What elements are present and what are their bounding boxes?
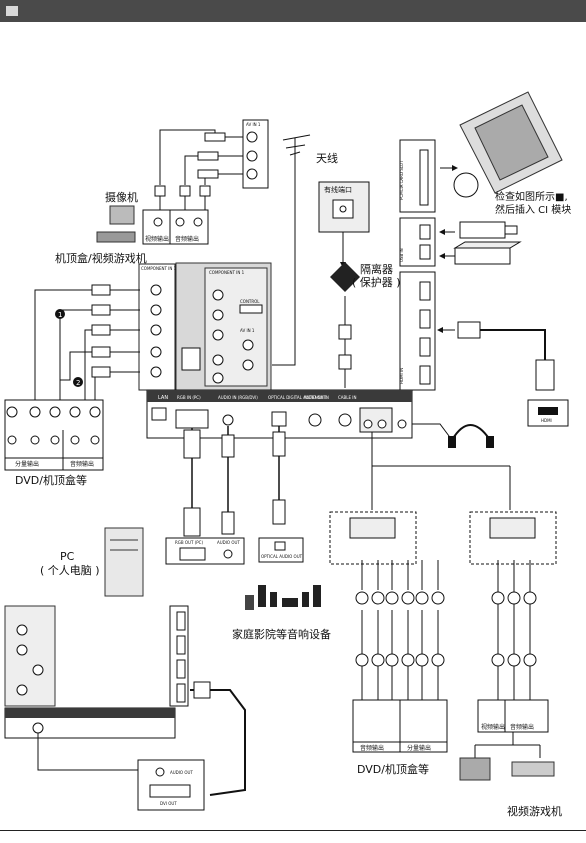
- audio-in-label: AUDIO IN (RGB/DVI): [218, 395, 258, 400]
- lan-port: [151, 407, 167, 421]
- game-console-label: 视频游戏机: [507, 804, 562, 818]
- optical-out-label: OPTICAL AUDIO OUT: [261, 554, 303, 559]
- component-label-left: COMPONENT IN 1: [141, 266, 177, 271]
- hdmi-in-label: HDMI IN: [399, 368, 404, 384]
- usb-label: USB IN: [399, 248, 404, 262]
- camcorder-audio-out: 音频输出: [175, 235, 199, 243]
- game-video-out: 视频输出: [481, 723, 505, 731]
- speakers-icon: [245, 585, 321, 610]
- audio-in-jack: [222, 414, 234, 426]
- jack-al-left: [150, 346, 162, 358]
- usb-drive-icon: [454, 247, 511, 265]
- isolator-label: 隔离器( 保护器 ): [352, 262, 401, 289]
- cable-in-jack: [338, 413, 352, 427]
- header-square-icon: [6, 6, 18, 16]
- antenna-icon: [282, 134, 311, 260]
- component-panel-right: [204, 267, 268, 387]
- usb-stick-icon: [459, 221, 506, 239]
- rgb-out-label: RGB OUT (PC): [175, 540, 203, 545]
- marker-1: 1: [58, 311, 62, 319]
- cable-port-label: 有线端口: [324, 185, 352, 194]
- optical-port: [271, 411, 287, 427]
- pcmcia-slot-panel: [399, 139, 436, 213]
- antenna-in-jack: [308, 413, 322, 427]
- marker-2-icon: [73, 377, 83, 387]
- hdmi-device-label: HDMI: [541, 418, 552, 423]
- pc-tower-icon: [104, 527, 144, 597]
- pcmcia-label: PCMCIA CARD SLOT: [399, 160, 404, 200]
- game-audio-out: 音频输出: [510, 723, 534, 731]
- control-label: CONTROL: [240, 299, 260, 304]
- rgb-port: [175, 409, 209, 429]
- camcorder-label: 摄像机: [105, 190, 138, 204]
- ci-hint-line2: 然后插入 CI 模块: [495, 203, 571, 216]
- dvd-left-audio: 音频输出: [70, 460, 94, 468]
- ci-hint-line1: 检查如图所示■,: [495, 190, 568, 203]
- dvd-left-component: 分量输出: [15, 460, 39, 468]
- jack-pb-left: [150, 304, 162, 316]
- av-in-top-label: AV IN 1: [246, 122, 261, 127]
- headphone-icon: [451, 424, 491, 441]
- stb-icon: [96, 231, 136, 243]
- stb-game-label: 机顶盒/视频游戏机: [55, 251, 147, 265]
- marker-1-icon: [55, 309, 65, 319]
- component-label-right: COMPONENT IN 1: [209, 270, 245, 275]
- cable-in-label: CABLE IN: [338, 395, 356, 400]
- camcorder-right-icon: [459, 757, 491, 781]
- rgb-in-label: RGB IN (PC): [177, 395, 201, 400]
- lan-label: LAN: [158, 395, 168, 401]
- dvd-right-label: DVD/机顶盒等: [357, 762, 429, 776]
- av-in-label: AV IN 1: [240, 328, 255, 333]
- dvi-source-panel: [137, 759, 205, 811]
- camcorder-jacks: [142, 209, 209, 245]
- dvd-left-label: DVD/机顶盒等: [15, 473, 87, 487]
- camcorder-icon: [109, 205, 135, 225]
- optical-label: OPTICAL DIGITAL AUDIO OUT: [268, 395, 327, 400]
- game-jacks: [477, 699, 549, 733]
- jack-ar-left: [150, 366, 162, 378]
- rs232-port: [181, 347, 201, 371]
- camcorder-video-out: 视频输出: [145, 235, 169, 243]
- pc-label: PC( 个人电脑 ): [40, 550, 100, 577]
- home-theater-label: 家庭影院等音响设备: [232, 627, 331, 641]
- dvi-out-label: DVI OUT: [160, 801, 177, 806]
- inset-audio-out-label: AUDIO OUT: [170, 770, 193, 775]
- isolator-icon: [330, 262, 360, 292]
- jack-y-left: [150, 284, 162, 296]
- header-bar: [0, 0, 586, 22]
- dvd-right-audio: 音频输出: [360, 744, 384, 752]
- marker-2: 2: [76, 379, 80, 387]
- dvd-right-component: 分量输出: [407, 744, 431, 752]
- antenna-in-label: ANTENNA IN: [304, 395, 329, 400]
- antenna-label: 天线: [316, 151, 338, 165]
- audio-out-label: AUDIO OUT: [217, 540, 240, 545]
- game-console-icon: [511, 761, 555, 777]
- footer-rule: [0, 830, 586, 831]
- jack-pr-left: [150, 324, 162, 336]
